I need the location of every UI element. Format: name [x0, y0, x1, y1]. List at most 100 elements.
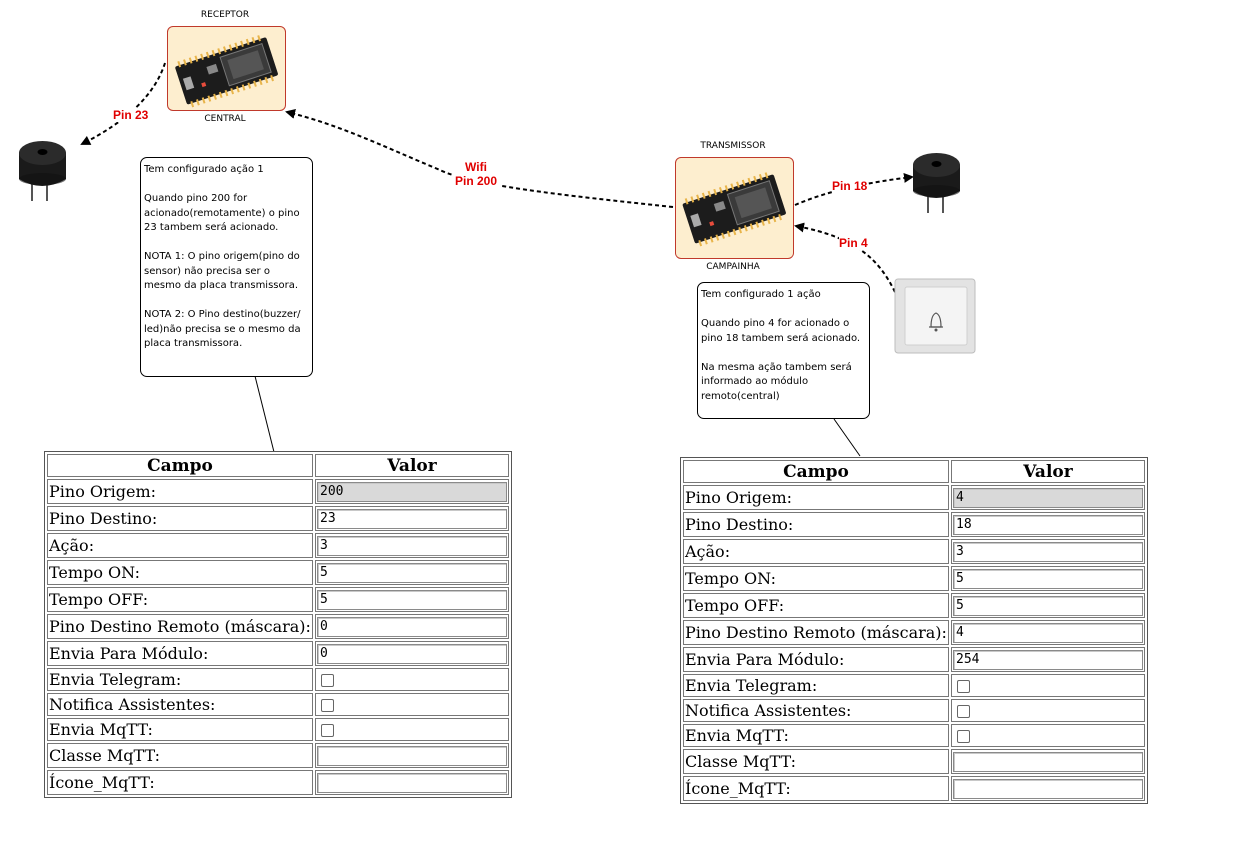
config-table-right: Campo Valor Pino Origem: 4 Pino Destino:… — [680, 457, 1148, 804]
table-row: Classe MqTT: — [47, 743, 509, 768]
label-tempo-on: Tempo ON: — [47, 560, 313, 585]
esp32-board-icon — [175, 35, 278, 108]
doorbell-button-icon — [894, 278, 976, 354]
label-pino-destino-remoto: Pino Destino Remoto (máscara): — [47, 614, 313, 639]
tempo-on-input[interactable]: 5 — [317, 562, 507, 583]
note-right-p3: Na mesma ação tambem será informado ao m… — [701, 361, 852, 402]
note-left-leader — [254, 375, 275, 453]
table-row: Classe MqTT: — [683, 749, 1145, 774]
transmissor-label: TRANSMISSOR — [700, 141, 766, 151]
pin18-label: Pin 18 — [832, 179, 868, 193]
table-row: Ícone_MqTT: — [47, 770, 509, 795]
icone-mqtt-input[interactable] — [953, 778, 1143, 799]
header-valor: Valor — [315, 454, 509, 477]
wifi-label-line2: Pin 200 — [454, 174, 498, 188]
label-acao: Ação: — [47, 533, 313, 558]
classe-mqtt-input[interactable] — [317, 745, 507, 766]
pino-origem-input: 200 — [317, 481, 507, 502]
envia-telegram-checkbox[interactable] — [957, 680, 970, 693]
table-row: Ação: 3 — [47, 533, 509, 558]
pino-origem-input: 4 — [953, 487, 1143, 508]
wifi-connector — [285, 109, 674, 208]
classe-mqtt-input[interactable] — [953, 751, 1143, 772]
table-row: Envia MqTT: — [47, 718, 509, 741]
pino-destino-input[interactable]: 23 — [317, 508, 507, 529]
note-right-p2: Quando pino 4 for acionado o pino 18 tam… — [701, 318, 861, 344]
note-left-p4: NOTA 2: O Pino destino(buzzer/ led)não p… — [144, 309, 301, 349]
header-campo: Campo — [47, 454, 313, 477]
label-envia-telegram: Envia Telegram: — [683, 674, 949, 697]
label-tempo-on: Tempo ON: — [683, 566, 949, 591]
tempo-off-input[interactable]: 5 — [953, 595, 1143, 616]
pino-destino-remoto-input[interactable]: 4 — [953, 622, 1143, 643]
note-right-p1: Tem configurado 1 ação — [701, 289, 821, 300]
envia-modulo-input[interactable]: 0 — [317, 643, 507, 664]
tempo-off-input[interactable]: 5 — [317, 589, 507, 610]
label-tempo-off: Tempo OFF: — [47, 587, 313, 612]
pin4-label: Pin 4 — [839, 236, 868, 250]
table-row: Envia MqTT: — [683, 724, 1145, 747]
table-row: Pino Origem: 200 — [47, 479, 509, 504]
table-row: Envia Para Módulo: 254 — [683, 647, 1145, 672]
buzzer-icon — [19, 141, 66, 201]
table-row: Ícone_MqTT: — [683, 776, 1145, 801]
table-header-row: Campo Valor — [47, 454, 509, 477]
note-right: Tem configurado 1 ação Quando pino 4 for… — [697, 282, 870, 419]
label-pino-destino-remoto: Pino Destino Remoto (máscara): — [683, 620, 949, 645]
table-row: Pino Origem: 4 — [683, 485, 1145, 510]
buzzer-icon — [913, 153, 960, 213]
label-envia-modulo: Envia Para Módulo: — [683, 647, 949, 672]
acao-input[interactable]: 3 — [953, 541, 1143, 562]
pino-destino-remoto-input[interactable]: 0 — [317, 616, 507, 637]
envia-mqtt-checkbox[interactable] — [321, 724, 334, 737]
label-envia-telegram: Envia Telegram: — [47, 668, 313, 691]
acao-input[interactable]: 3 — [317, 535, 507, 556]
wifi-label-line1: Wifi — [465, 160, 487, 174]
label-icone-mqtt: Ícone_MqTT: — [47, 770, 313, 795]
header-valor: Valor — [951, 460, 1145, 483]
label-classe-mqtt: Classe MqTT: — [683, 749, 949, 774]
receptor-label: RECEPTOR — [200, 10, 250, 20]
label-envia-mqtt: Envia MqTT: — [683, 724, 949, 747]
transmissor-board — [675, 157, 794, 259]
wifi-label: Wifi Pin 200 — [452, 160, 500, 188]
pin23-connector — [80, 62, 166, 145]
table-row: Pino Destino: 23 — [47, 506, 509, 531]
label-pino-origem: Pino Origem: — [683, 485, 949, 510]
notifica-assistentes-checkbox[interactable] — [321, 699, 334, 712]
envia-mqtt-checkbox[interactable] — [957, 730, 970, 743]
campainha-label: CAMPAINHA — [706, 262, 760, 272]
tempo-on-input[interactable]: 5 — [953, 568, 1143, 589]
table-row: Tempo OFF: 5 — [683, 593, 1145, 618]
central-label: CENTRAL — [204, 114, 246, 124]
note-left-p2: Quando pino 200 for acionado(remotamente… — [144, 193, 300, 233]
table-row: Envia Telegram: — [683, 674, 1145, 697]
label-acao: Ação: — [683, 539, 949, 564]
label-pino-destino: Pino Destino: — [47, 506, 313, 531]
pin4-connector — [794, 222, 896, 293]
label-envia-modulo: Envia Para Módulo: — [47, 641, 313, 666]
envia-modulo-input[interactable]: 254 — [953, 649, 1143, 670]
icone-mqtt-input[interactable] — [317, 772, 507, 793]
table-row: Envia Telegram: — [47, 668, 509, 691]
table-row: Tempo ON: 5 — [47, 560, 509, 585]
note-left: Tem configurado ação 1 Quando pino 200 f… — [140, 157, 313, 377]
note-right-leader — [833, 418, 861, 457]
label-tempo-off: Tempo OFF: — [683, 593, 949, 618]
receptor-board — [167, 26, 286, 111]
notifica-assistentes-checkbox[interactable] — [957, 705, 970, 718]
pino-destino-input[interactable]: 18 — [953, 514, 1143, 535]
table-row: Envia Para Módulo: 0 — [47, 641, 509, 666]
label-icone-mqtt: Ícone_MqTT: — [683, 776, 949, 801]
label-pino-destino: Pino Destino: — [683, 512, 949, 537]
envia-telegram-checkbox[interactable] — [321, 674, 334, 687]
table-row: Tempo OFF: 5 — [47, 587, 509, 612]
table-header-row: Campo Valor — [683, 460, 1145, 483]
esp32-board-icon — [682, 172, 786, 247]
table-row: Ação: 3 — [683, 539, 1145, 564]
label-classe-mqtt: Classe MqTT: — [47, 743, 313, 768]
table-row: Pino Destino Remoto (máscara): 4 — [683, 620, 1145, 645]
config-table-left: Campo Valor Pino Origem: 200 Pino Destin… — [44, 451, 512, 798]
table-row: Notifica Assistentes: — [47, 693, 509, 716]
header-campo: Campo — [683, 460, 949, 483]
